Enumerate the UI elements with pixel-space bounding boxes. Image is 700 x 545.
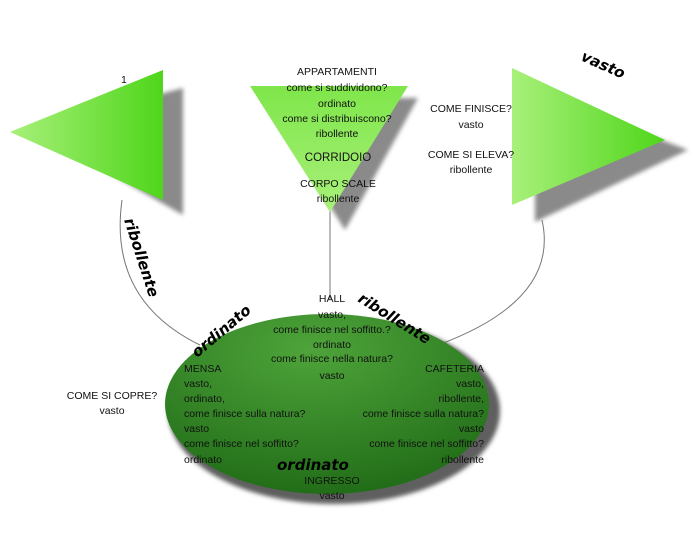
mensa-line: come finisce nel soffitto? bbox=[184, 438, 299, 450]
label-ribollente-1: ribollente bbox=[316, 128, 359, 140]
label-appartamenti: APPARTAMENTI bbox=[297, 66, 377, 78]
label-come-si-eleva-value: ribollente bbox=[450, 164, 493, 176]
outside-left-text: COME SI COPRE? vasto bbox=[67, 390, 158, 417]
left-arc-connector bbox=[119, 199, 201, 346]
hall-line: come finisce nella natura? bbox=[271, 353, 393, 365]
mensa-line: MENSA bbox=[184, 363, 221, 375]
label-come-distribuiscono: come si distribuiscono? bbox=[282, 113, 391, 125]
mensa-line: ordinato, bbox=[184, 393, 225, 405]
label-ordinato-ellipse-bottom: ordinato bbox=[277, 456, 349, 474]
label-come-si-eleva: COME SI ELEVA? bbox=[428, 149, 514, 161]
cafeteria-line: come finisce nel soffitto? bbox=[369, 438, 484, 450]
right-triangle bbox=[512, 68, 665, 205]
label-corpo-scale-value: ribollente bbox=[317, 193, 360, 205]
hall-block: HALL vasto, come finisce nel soffitto.? … bbox=[271, 293, 393, 382]
cafeteria-line: ribollente bbox=[441, 454, 484, 466]
label-come-finisce-value: vasto bbox=[458, 119, 483, 131]
mensa-block: MENSA vasto, ordinato, come finisce sull… bbox=[184, 363, 306, 466]
ingresso-line: vasto bbox=[319, 490, 344, 502]
label-come-suddividono: come si suddividono? bbox=[287, 82, 388, 94]
hall-line: ordinato bbox=[313, 339, 351, 351]
right-triangle-text: COME FINISCE? vasto COME SI ELEVA? ribol… bbox=[428, 103, 514, 176]
label-corridoio: CORRIDOIO bbox=[305, 152, 372, 164]
cafeteria-block: CAFETERIA vasto, ribollente, come finisc… bbox=[363, 363, 485, 466]
label-come-si-copre: COME SI COPRE? bbox=[67, 390, 158, 402]
label-come-finisce: COME FINISCE? bbox=[430, 103, 512, 115]
label-vasto-rotated: vasto bbox=[578, 47, 628, 82]
label-ordinato-1: ordinato bbox=[318, 98, 356, 110]
mensa-line: vasto, bbox=[184, 378, 212, 390]
center-triangle-text: APPARTAMENTI come si suddividono? ordina… bbox=[282, 66, 391, 205]
hall-line: vasto bbox=[319, 370, 344, 382]
ingresso-block: INGRESSO vasto bbox=[304, 475, 359, 502]
label-come-si-copre-value: vasto bbox=[99, 405, 124, 417]
center-triangle bbox=[250, 86, 408, 212]
hall-line: vasto, bbox=[318, 309, 346, 321]
label-ribollente-left-arc: ribollente bbox=[120, 216, 162, 300]
mensa-line: come finisce sulla natura? bbox=[184, 408, 306, 420]
left-triangle-mark: 1 bbox=[121, 74, 127, 86]
label-corpo-scale: CORPO SCALE bbox=[300, 178, 376, 190]
mensa-line: vasto bbox=[184, 423, 209, 435]
left-triangle bbox=[10, 70, 163, 200]
cafeteria-line: ribollente, bbox=[438, 393, 484, 405]
cafeteria-line: vasto, bbox=[456, 378, 484, 390]
cafeteria-line: vasto bbox=[459, 423, 484, 435]
ingresso-line: INGRESSO bbox=[304, 475, 359, 487]
right-arc-connector bbox=[437, 219, 545, 346]
mensa-line: ordinato bbox=[184, 454, 222, 466]
cafeteria-line: come finisce sulla natura? bbox=[363, 408, 485, 420]
main-ellipse bbox=[165, 314, 489, 494]
cafeteria-line: CAFETERIA bbox=[425, 363, 484, 375]
hall-line: come finisce nel soffitto.? bbox=[273, 324, 391, 336]
hall-line: HALL bbox=[319, 293, 345, 305]
